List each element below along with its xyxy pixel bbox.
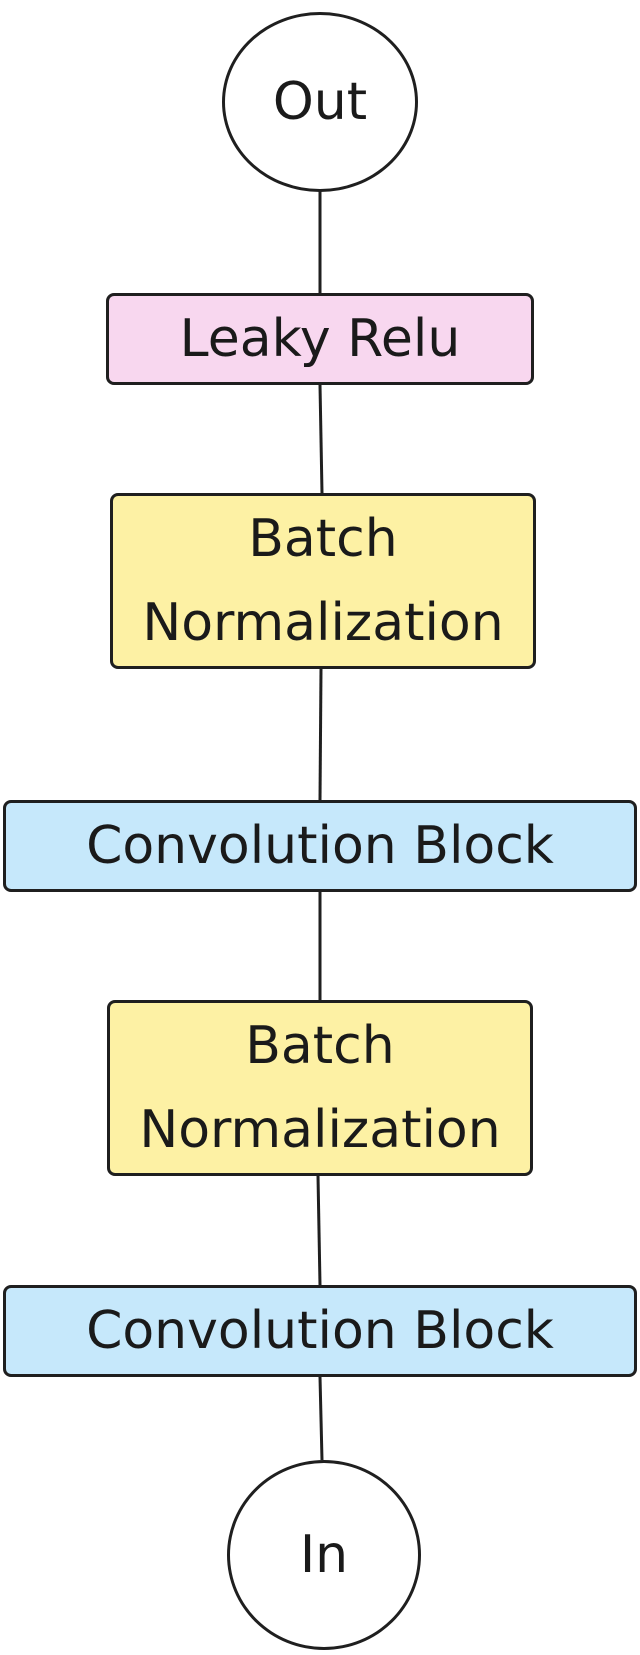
edge-conv-block-bottom-in <box>318 1376 324 1461</box>
batch-normalization-bottom-label: Batch Normalization <box>139 1016 501 1160</box>
edge-batch-norm-bottom-conv-block-bottom <box>316 1175 322 1286</box>
out-node: Out <box>222 12 418 192</box>
edge-leaky-relu-batch-norm-top <box>318 384 324 494</box>
out-label: Out <box>272 72 368 132</box>
batch-normalization-top-label: Batch Normalization <box>142 509 504 653</box>
in-node: In <box>227 1460 421 1650</box>
in-label: In <box>299 1525 349 1585</box>
convolution-block-top-node: Convolution Block <box>3 800 637 892</box>
batch-normalization-top-node: Batch Normalization <box>110 493 536 669</box>
batch-normalization-bottom-node: Batch Normalization <box>107 1000 533 1176</box>
leaky-relu-node: Leaky Relu <box>106 293 534 385</box>
leaky-relu-label: Leaky Relu <box>179 309 461 369</box>
convolution-block-bottom-node: Convolution Block <box>3 1285 637 1377</box>
convolution-block-bottom-label: Convolution Block <box>86 1301 554 1361</box>
edge-batch-norm-top-conv-block-top <box>318 668 323 801</box>
convolution-block-top-label: Convolution Block <box>86 816 554 876</box>
